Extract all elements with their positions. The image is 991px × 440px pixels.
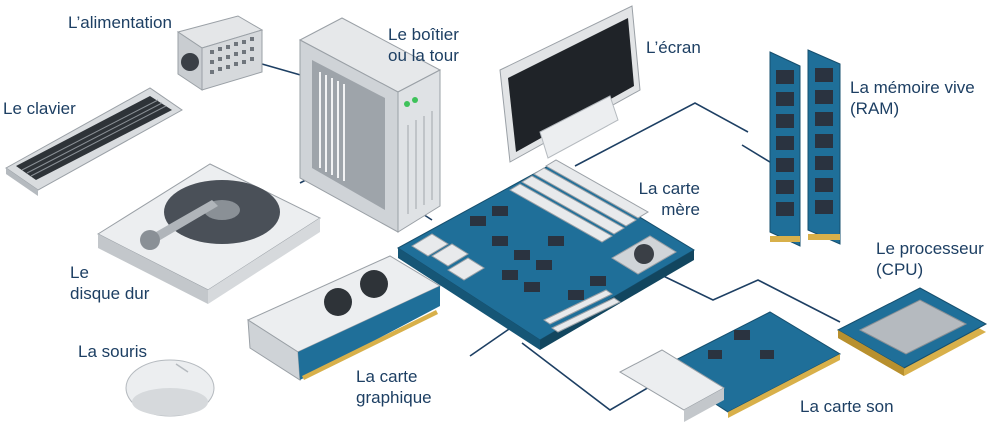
ram-illustration [769, 49, 841, 247]
label-motherboard: La carte mère [638, 179, 700, 219]
label-ram: La mémoire vive (RAM) [850, 78, 975, 118]
label-power-supply: L’alimentation [68, 13, 172, 32]
hard-drive-illustration [96, 163, 322, 304]
power-supply-illustration [176, 15, 264, 91]
label-screen: L’écran [646, 38, 701, 57]
label-mouse: La souris [78, 342, 147, 361]
leader-screen [574, 102, 749, 167]
mouse-illustration [125, 359, 215, 417]
label-keyboard: Le clavier [3, 99, 76, 118]
sound-card-illustration [618, 311, 842, 422]
label-sound-card: La carte son [800, 397, 894, 416]
label-hard-drive: Le disque dur [70, 263, 150, 303]
leader-processor [654, 271, 841, 323]
processor-illustration [836, 287, 988, 376]
label-processor: Le processeur (CPU) [876, 239, 984, 279]
case-illustration [298, 17, 442, 233]
motherboard-illustration [397, 159, 695, 350]
screen-illustration [499, 5, 641, 163]
graphics-card-illustration [246, 255, 442, 381]
label-graphics-card: La carte graphique [356, 367, 432, 407]
label-case: Le boîtier ou la tour [388, 25, 459, 65]
keyboard-illustration [5, 87, 183, 196]
